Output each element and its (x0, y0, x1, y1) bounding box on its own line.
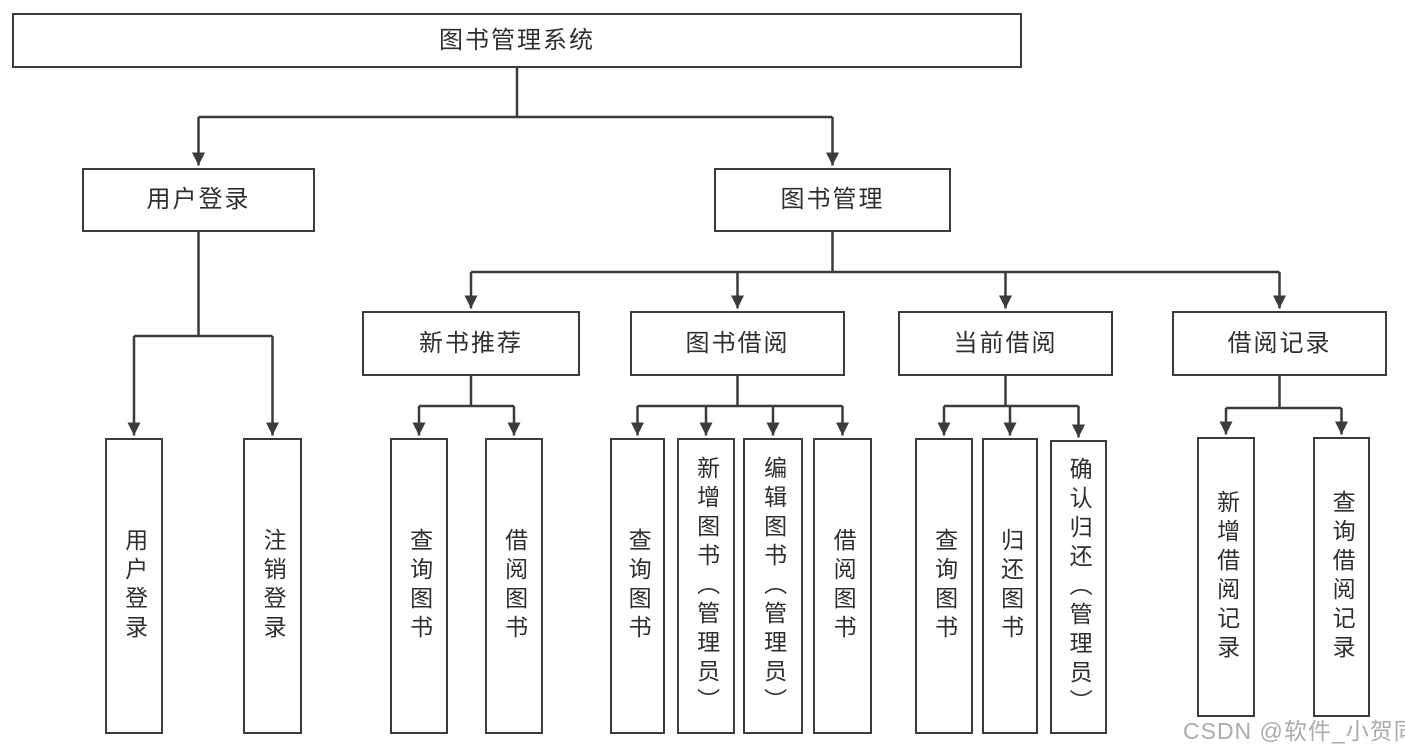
node-book-management-label: 图书管理 (780, 186, 885, 214)
leaf-bb-query-book: 查询图书 (610, 438, 665, 734)
leaf-rec-query-book-label: 查询图书 (406, 528, 433, 644)
leaf-bb-edit-book-admin-label: 编辑图书（管理员） (760, 455, 787, 717)
node-new-book-recommend-label: 新书推荐 (419, 329, 523, 357)
leaf-cb-query-book-label: 查询图书 (931, 528, 958, 644)
node-borrow-records: 借阅记录 (1172, 311, 1387, 376)
node-book-borrow-label: 图书借阅 (685, 329, 790, 357)
leaf-cb-query-book: 查询图书 (915, 438, 973, 734)
leaf-br-add-record: 新增借阅记录 (1197, 437, 1255, 717)
leaf-bb-query-book-label: 查询图书 (625, 528, 652, 644)
node-book-management: 图书管理 (714, 168, 951, 232)
leaf-rec-borrow-book-label: 借阅图书 (501, 528, 528, 644)
csdn-watermark: CSDN @软件_小贺同学 (1183, 718, 1405, 744)
node-new-book-recommend: 新书推荐 (362, 311, 580, 376)
leaf-cb-return-book-label: 归还图书 (997, 528, 1024, 644)
leaf-br-query-record: 查询借阅记录 (1313, 437, 1370, 717)
leaf-logout-label: 注销登录 (260, 528, 287, 644)
leaf-rec-borrow-book: 借阅图书 (485, 438, 543, 734)
leaf-br-query-record-label: 查询借阅记录 (1329, 490, 1356, 664)
node-book-borrow: 图书借阅 (630, 311, 845, 376)
leaf-cb-confirm-return-admin: 确认归还（管理员） (1050, 440, 1107, 734)
node-library-system-label: 图书管理系统 (439, 26, 595, 54)
leaf-cb-confirm-return-admin-label: 确认归还（管理员） (1066, 456, 1093, 718)
leaf-rec-query-book: 查询图书 (390, 438, 448, 734)
node-borrow-records-label: 借阅记录 (1227, 329, 1332, 357)
leaf-bb-add-book-admin-label: 新增图书（管理员） (693, 455, 720, 717)
node-user-login: 用户登录 (82, 168, 315, 232)
leaf-bb-borrow-book-label: 借阅图书 (830, 528, 857, 644)
node-user-login-label: 用户登录 (146, 186, 251, 214)
node-current-borrow-label: 当前借阅 (953, 329, 1058, 357)
leaf-logout: 注销登录 (243, 438, 302, 734)
leaf-bb-add-book-admin: 新增图书（管理员） (677, 438, 735, 734)
leaf-bb-edit-book-admin: 编辑图书（管理员） (743, 438, 803, 734)
leaf-br-add-record-label: 新增借阅记录 (1213, 490, 1240, 664)
leaf-bb-borrow-book: 借阅图书 (813, 438, 872, 734)
node-current-borrow: 当前借阅 (898, 311, 1113, 376)
leaf-user-login: 用户登录 (105, 438, 163, 734)
node-library-system: 图书管理系统 (12, 13, 1022, 68)
leaf-user-login-label: 用户登录 (121, 528, 148, 644)
leaf-cb-return-book: 归还图书 (982, 438, 1038, 734)
